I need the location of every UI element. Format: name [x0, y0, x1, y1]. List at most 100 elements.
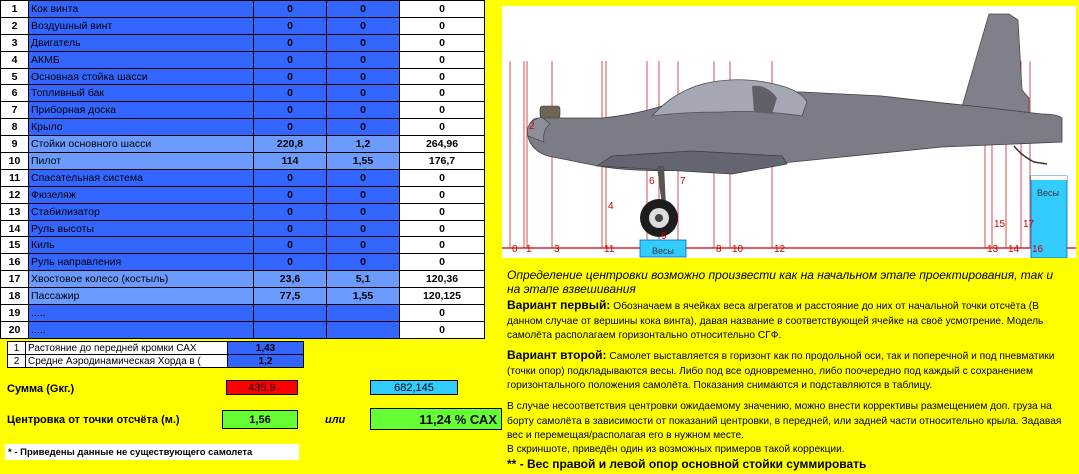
cax-row-number[interactable]: 2 — [7, 354, 26, 368]
cax-row-label[interactable]: Средне Аэродинамическая Хорда в ( — [25, 354, 228, 368]
moment-cell[interactable]: 120,125 — [399, 287, 485, 306]
moment-cell[interactable]: 120,36 — [399, 270, 485, 289]
distance-cell[interactable]: 0 — [326, 168, 400, 187]
moment-cell[interactable]: 0 — [399, 67, 485, 86]
weight-cell[interactable]: 77,5 — [253, 287, 327, 306]
moment-cell[interactable]: 0 — [399, 0, 485, 18]
weight-cell[interactable]: 0 — [253, 67, 327, 86]
distance-cell[interactable]: 0 — [326, 101, 400, 120]
component-name-cell[interactable]: Руль высоты — [28, 219, 254, 238]
row-number[interactable]: 16 — [0, 253, 29, 272]
row-number[interactable]: 11 — [0, 168, 29, 187]
weight-cell[interactable]: 0 — [253, 33, 327, 52]
distance-cell[interactable]: 0 — [326, 202, 400, 221]
distance-cell[interactable]: 0 — [326, 33, 400, 52]
component-name-cell[interactable]: Воздушный винт — [28, 16, 254, 35]
weight-cell[interactable]: 0 — [253, 118, 327, 137]
row-number[interactable]: 4 — [0, 50, 29, 69]
component-name-cell[interactable]: Крыло — [28, 118, 254, 137]
component-name-cell[interactable]: Пилот — [28, 152, 254, 170]
distance-cell[interactable] — [326, 320, 400, 339]
moment-cell[interactable]: 0 — [399, 320, 485, 339]
row-number[interactable]: 7 — [0, 101, 29, 120]
moment-cell[interactable]: 0 — [399, 304, 485, 322]
center-percent-cell[interactable]: 11,24 % САХ — [370, 408, 502, 430]
sum-moment-cell[interactable]: 682,145 — [370, 380, 458, 395]
row-number[interactable]: 3 — [0, 33, 29, 52]
moment-cell[interactable]: 264,96 — [399, 135, 485, 154]
moment-cell[interactable]: 0 — [399, 236, 485, 255]
component-name-cell[interactable]: Кок винта — [28, 0, 254, 18]
moment-cell[interactable]: 0 — [399, 118, 485, 137]
distance-cell[interactable]: 0 — [326, 219, 400, 238]
sum-weight-cell[interactable]: 435,9 — [226, 380, 298, 395]
cax-row-label[interactable]: Растояние до передней кромки САХ — [25, 341, 228, 355]
row-number[interactable]: 13 — [0, 202, 29, 221]
distance-cell[interactable]: 0 — [326, 50, 400, 69]
component-name-cell[interactable]: Руль направления — [28, 253, 254, 272]
row-number[interactable]: 6 — [0, 84, 29, 103]
distance-cell[interactable]: 0 — [326, 0, 400, 18]
moment-cell[interactable]: 0 — [399, 84, 485, 103]
component-name-cell[interactable]: Хвостовое колесо (костыль) — [28, 270, 254, 289]
moment-cell[interactable]: 0 — [399, 16, 485, 35]
distance-cell[interactable]: 1,55 — [326, 152, 400, 170]
moment-cell[interactable]: 0 — [399, 50, 485, 69]
weight-cell[interactable]: 0 — [253, 185, 327, 204]
weight-cell[interactable]: 0 — [253, 0, 327, 18]
row-number[interactable]: 20 — [0, 320, 29, 339]
distance-cell[interactable]: 0 — [326, 253, 400, 272]
moment-cell[interactable]: 0 — [399, 202, 485, 221]
weight-cell[interactable] — [253, 320, 327, 339]
moment-cell[interactable]: 0 — [399, 185, 485, 204]
row-number[interactable]: 12 — [0, 185, 29, 204]
distance-cell[interactable]: 0 — [326, 84, 400, 103]
component-name-cell[interactable]: Стойки основного шасси — [28, 135, 254, 154]
weight-cell[interactable]: 0 — [253, 16, 327, 35]
weight-cell[interactable]: 0 — [253, 50, 327, 69]
row-number[interactable]: 9 — [0, 135, 29, 154]
component-name-cell[interactable]: Двигатель — [28, 33, 254, 52]
weight-cell[interactable]: 114 — [253, 152, 327, 170]
row-number[interactable]: 14 — [0, 219, 29, 238]
cax-row-value[interactable]: 1,2 — [227, 354, 304, 368]
component-name-cell[interactable]: ..... — [28, 304, 254, 322]
distance-cell[interactable]: 0 — [326, 118, 400, 137]
row-number[interactable]: 18 — [0, 287, 29, 306]
component-name-cell[interactable]: ..... — [28, 320, 254, 339]
moment-cell[interactable]: 0 — [399, 33, 485, 52]
component-name-cell[interactable]: Приборная доска — [28, 101, 254, 120]
weight-cell[interactable]: 0 — [253, 253, 327, 272]
row-number[interactable]: 19 — [0, 304, 29, 322]
component-name-cell[interactable]: Фюзеляж — [28, 185, 254, 204]
cax-row-number[interactable]: 1 — [7, 341, 26, 355]
distance-cell[interactable] — [326, 304, 400, 322]
moment-cell[interactable]: 176,7 — [399, 152, 485, 170]
distance-cell[interactable]: 1,2 — [326, 135, 400, 154]
weight-cell[interactable]: 0 — [253, 101, 327, 120]
distance-cell[interactable]: 0 — [326, 185, 400, 204]
component-name-cell[interactable]: Стабилизатор — [28, 202, 254, 221]
moment-cell[interactable]: 0 — [399, 168, 485, 187]
component-name-cell[interactable]: Спасательная система — [28, 168, 254, 187]
row-number[interactable]: 8 — [0, 118, 29, 137]
component-name-cell[interactable]: АКМБ — [28, 50, 254, 69]
component-name-cell[interactable]: Топливный бак — [28, 84, 254, 103]
weight-cell[interactable]: 0 — [253, 219, 327, 238]
row-number[interactable]: 1 — [0, 0, 29, 18]
distance-cell[interactable]: 1,55 — [326, 287, 400, 306]
weight-cell[interactable] — [253, 304, 327, 322]
weight-cell[interactable]: 23,6 — [253, 270, 327, 289]
center-meters-cell[interactable]: 1,56 — [222, 410, 298, 429]
weight-cell[interactable]: 0 — [253, 236, 327, 255]
cax-row-value[interactable]: 1,43 — [227, 341, 304, 355]
moment-cell[interactable]: 0 — [399, 101, 485, 120]
moment-cell[interactable]: 0 — [399, 219, 485, 238]
weight-cell[interactable]: 220,8 — [253, 135, 327, 154]
row-number[interactable]: 17 — [0, 270, 29, 289]
component-name-cell[interactable]: Пассажир — [28, 287, 254, 306]
distance-cell[interactable]: 0 — [326, 67, 400, 86]
row-number[interactable]: 10 — [0, 152, 29, 170]
moment-cell[interactable]: 0 — [399, 253, 485, 272]
row-number[interactable]: 2 — [0, 16, 29, 35]
